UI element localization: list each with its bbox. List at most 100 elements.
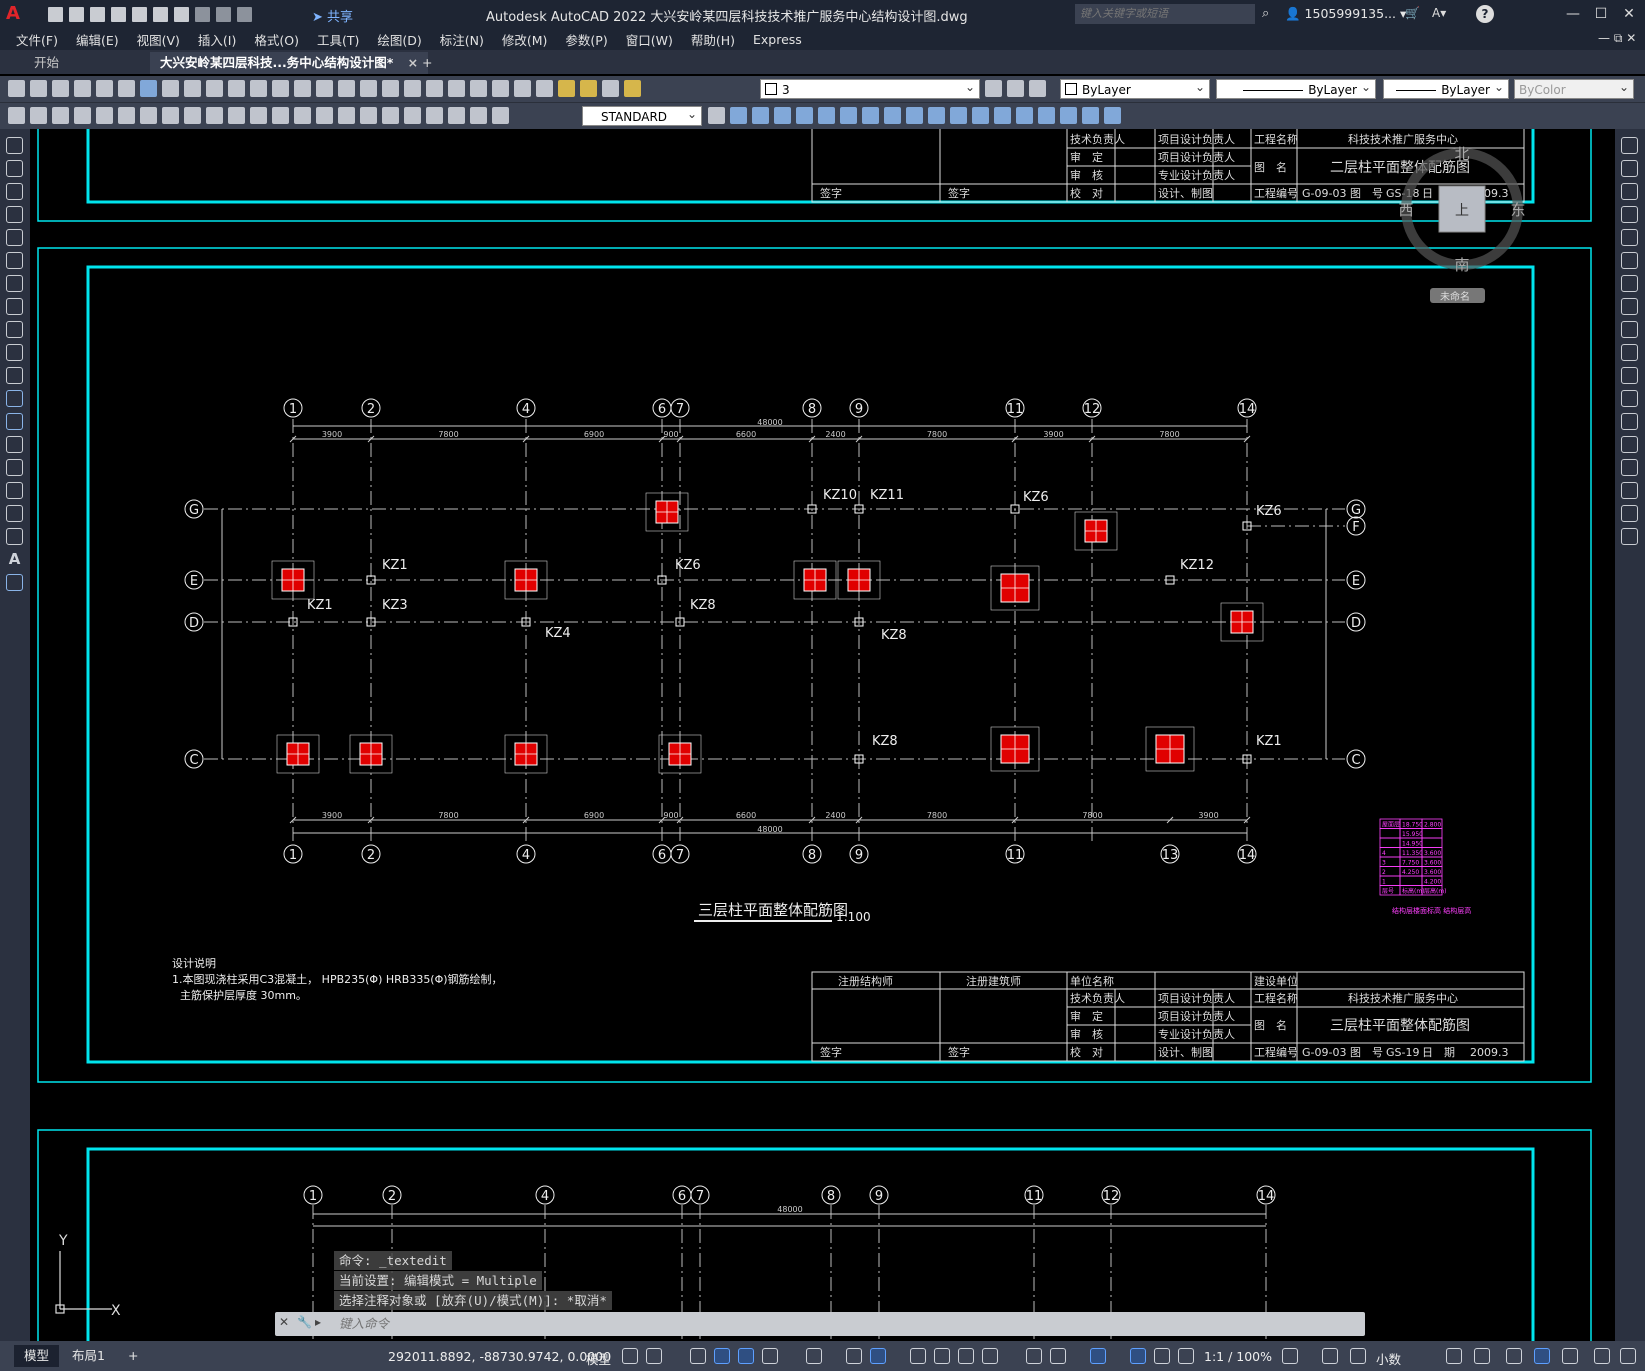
viewcube-north[interactable]: 北 — [1454, 145, 1469, 163]
infer-constraints-icon[interactable] — [690, 1348, 706, 1364]
menu-insert[interactable]: 插入(I) — [197, 32, 237, 48]
table-icon[interactable] — [6, 528, 23, 545]
help-icon[interactable]: ? — [1476, 5, 1494, 23]
break-at-point-icon[interactable] — [1621, 390, 1638, 407]
trim-icon[interactable] — [1621, 344, 1638, 361]
dim-icon[interactable] — [8, 107, 25, 124]
dim-break-icon[interactable] — [338, 107, 355, 124]
3d-print-icon[interactable] — [140, 80, 157, 97]
open-file-icon[interactable] — [69, 6, 84, 22]
close-window-button[interactable]: ✕ — [1623, 6, 1635, 22]
search-input[interactable] — [1075, 4, 1255, 24]
tool-palettes-icon[interactable] — [426, 80, 443, 97]
gradient-icon[interactable] — [6, 482, 23, 499]
add-selected-icon[interactable] — [6, 574, 23, 591]
arc-icon[interactable] — [6, 252, 23, 269]
column-outline[interactable] — [366, 617, 376, 627]
dim-style-icon[interactable] — [52, 107, 69, 124]
dynamic-input-icon[interactable] — [714, 1348, 730, 1364]
column-outline[interactable] — [521, 617, 531, 627]
viewcube-east[interactable]: 东 — [1510, 201, 1525, 219]
command-close-icon[interactable]: ✕ — [279, 1315, 290, 1329]
spline-icon[interactable] — [6, 321, 23, 338]
revolve-icon[interactable] — [862, 107, 879, 124]
join-icon[interactable] — [1621, 436, 1638, 453]
publish-icon[interactable] — [118, 80, 135, 97]
dim-update-icon[interactable] — [492, 107, 509, 124]
menu-file[interactable]: 文件(F) — [16, 32, 58, 48]
make-block-icon[interactable] — [6, 413, 23, 430]
circle-icon[interactable] — [6, 275, 23, 292]
union-icon[interactable] — [752, 107, 769, 124]
explode-icon[interactable] — [1621, 528, 1638, 545]
column-outline[interactable] — [807, 504, 817, 514]
match-properties-icon[interactable] — [228, 80, 245, 97]
offset-icon[interactable] — [1621, 206, 1638, 223]
workspace-gear-icon[interactable] — [1282, 1348, 1298, 1364]
open-web-icon[interactable] — [132, 6, 147, 22]
help-icon[interactable] — [514, 80, 531, 97]
command-input[interactable] — [333, 1314, 1353, 1334]
section-icon[interactable] — [950, 107, 967, 124]
slice-icon[interactable] — [906, 107, 923, 124]
undo-icon[interactable] — [250, 80, 267, 97]
zoom-previous-icon[interactable] — [360, 80, 377, 97]
viewcube-top-face[interactable] — [1438, 185, 1486, 233]
loft-icon[interactable] — [884, 107, 901, 124]
presspull-icon[interactable] — [818, 107, 835, 124]
customize-chevron-icon[interactable] — [237, 6, 252, 22]
jogged-icon[interactable] — [184, 107, 201, 124]
aligned-dim-icon[interactable] — [96, 107, 113, 124]
annotation-scale-dropdown[interactable]: 1:1 / 100% — [1204, 1349, 1273, 1364]
save-web-icon[interactable] — [153, 6, 168, 22]
layer-dropdown[interactable]: 3 — [760, 77, 980, 99]
inspection-icon[interactable] — [404, 107, 421, 124]
lineweight-dropdown[interactable]: ByLayer — [1383, 77, 1509, 99]
tab-model[interactable]: 模型 — [14, 1345, 60, 1367]
tab-layout1[interactable]: 布局1 — [72, 1348, 105, 1363]
erase-icon[interactable] — [1621, 137, 1638, 154]
new-file-icon[interactable] — [48, 6, 63, 22]
dim-edit2-icon[interactable] — [448, 107, 465, 124]
cart-icon[interactable]: 🛒 — [1405, 6, 1420, 20]
stretch-icon[interactable] — [1621, 321, 1638, 338]
angular-icon[interactable] — [228, 107, 245, 124]
viewcube[interactable]: 上 北 南 东 西 未命名 — [1398, 145, 1526, 303]
grid-icon[interactable] — [622, 1348, 638, 1364]
scale-icon[interactable] — [1621, 298, 1638, 315]
arc-length-icon[interactable] — [118, 107, 135, 124]
menu-tools[interactable]: 工具(T) — [316, 32, 360, 48]
revcloud-icon[interactable] — [6, 298, 23, 315]
markup-icon[interactable] — [470, 80, 487, 97]
quick-dim-icon[interactable] — [250, 107, 267, 124]
layer-match-icon[interactable] — [1007, 80, 1024, 97]
column-outline[interactable] — [1010, 504, 1020, 514]
extend-icon[interactable] — [1621, 367, 1638, 384]
save-icon[interactable] — [52, 80, 69, 97]
linetype-dropdown[interactable]: ByLayer — [1216, 77, 1376, 99]
break-icon[interactable] — [1621, 413, 1638, 430]
autodesk-app-icon[interactable]: A▾ — [1432, 6, 1447, 20]
hatch-icon[interactable] — [6, 459, 23, 476]
save-as-icon[interactable] — [111, 6, 126, 22]
ellipse-icon[interactable] — [6, 344, 23, 361]
viewcube-west[interactable]: 西 — [1398, 201, 1413, 219]
minimize-button[interactable]: — — [1566, 6, 1580, 22]
selection-cycling-icon[interactable] — [958, 1348, 974, 1364]
box-icon[interactable] — [730, 107, 747, 124]
column-outline[interactable] — [288, 617, 298, 627]
undo-icon[interactable] — [195, 6, 210, 22]
coordinates-readout[interactable]: 292011.8892, -88730.9742, 0.0000 — [388, 1349, 612, 1364]
search-icon[interactable]: ⌕ — [1262, 6, 1270, 21]
model-space-toggle[interactable]: 模型 — [586, 1352, 612, 1367]
maximize-button[interactable]: ☐ — [1594, 6, 1608, 22]
open-icon[interactable] — [30, 80, 47, 97]
chamfer-icon[interactable] — [1621, 459, 1638, 476]
column-outline[interactable] — [1242, 521, 1252, 531]
menu-parametric[interactable]: 参数(P) — [565, 32, 608, 48]
column-outline[interactable] — [854, 617, 864, 627]
units-icon[interactable] — [1350, 1348, 1366, 1364]
object-snap-tracking-icon[interactable] — [846, 1348, 862, 1364]
region-icon[interactable] — [6, 505, 23, 522]
point-icon[interactable] — [6, 436, 23, 453]
